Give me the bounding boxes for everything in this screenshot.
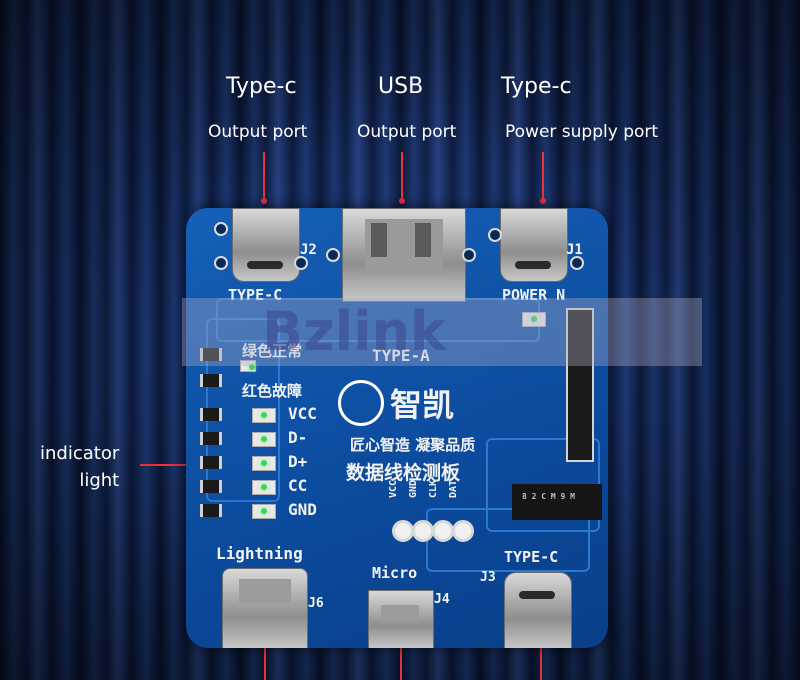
callout-typec-output-title: Type-c: [226, 74, 297, 99]
status-led-label: GND: [288, 500, 317, 519]
bottom-pointer-3: [540, 648, 542, 680]
product-name: 数据线检测板: [346, 462, 461, 484]
callout-typec-power-desc: Power supply port: [505, 122, 659, 142]
resistor: [200, 456, 222, 469]
silk-green-normal: 绿色正常: [242, 342, 303, 360]
status-led: [252, 480, 276, 495]
status-led-label: D-: [288, 428, 308, 447]
watermark: Bzlink: [182, 298, 702, 366]
resistor-array: [566, 308, 594, 462]
silk-type-a: TYPE-A: [372, 346, 430, 365]
brand-logo-icon: [338, 380, 384, 426]
silk-j4: J4: [434, 592, 450, 607]
bottom-pointer-2: [400, 648, 402, 680]
test-pad: [452, 520, 474, 542]
status-led-label: CC: [288, 476, 308, 495]
mount-hole: [214, 256, 228, 270]
status-led-label: VCC: [288, 404, 317, 423]
resistor: [200, 408, 222, 421]
bottom-pointer-1: [264, 648, 266, 680]
chip-marking: 8 2 C M 9 M: [522, 492, 575, 501]
test-pad-label: DAT: [448, 479, 459, 498]
callout-dot-2: [399, 198, 405, 204]
test-pad: [412, 520, 434, 542]
status-led-label: D+: [288, 452, 308, 471]
silk-type-c-bottom: TYPE-C: [504, 548, 559, 566]
callout-pointer-2: [401, 152, 403, 202]
status-led: [252, 504, 276, 519]
callout-dot-1: [261, 198, 267, 204]
lightning-connector: [222, 568, 308, 648]
callout-dot-3: [540, 198, 546, 204]
pcb-board: J2 TYPE-C J1 POWER N 绿色正常 红色故障 TYPE-A 智凯…: [186, 208, 608, 648]
status-led: [252, 432, 276, 447]
silk-lightning: Lightning: [216, 544, 303, 563]
callout-pointer-3: [542, 152, 544, 202]
ic-chip: [512, 484, 602, 520]
resistor: [200, 480, 222, 493]
test-pad: [432, 520, 454, 542]
type-c-power-connector: [500, 208, 568, 282]
status-led: [252, 408, 276, 423]
mount-hole: [570, 256, 584, 270]
type-c-output-connector: [232, 208, 300, 282]
test-pad: [392, 520, 414, 542]
test-pad-label: CLK: [428, 479, 439, 498]
resistor: [200, 504, 222, 517]
callout-typec-power-title: Type-c: [501, 74, 572, 99]
resistor: [200, 374, 222, 387]
silk-j2: J2: [300, 242, 317, 258]
mount-hole: [214, 222, 228, 236]
test-pad-label: VCC: [388, 479, 399, 498]
silk-power-n: POWER N: [502, 286, 566, 304]
power-led: [522, 312, 546, 327]
callout-usb-desc: Output port: [357, 122, 457, 142]
resistor: [200, 432, 222, 445]
mount-hole: [294, 256, 308, 270]
silk-j6: J6: [308, 596, 324, 611]
test-pad-label: GND: [408, 479, 419, 498]
silk-type-c-top: TYPE-C: [228, 286, 283, 304]
silk-j1: J1: [566, 242, 583, 258]
silk-j3: J3: [480, 570, 496, 585]
usb-a-output-connector: [342, 208, 466, 302]
micro-usb-connector: [368, 590, 434, 648]
status-led: [252, 456, 276, 471]
mount-hole: [462, 248, 476, 262]
legend-led: [240, 360, 256, 372]
callout-indicator-light: indicator light: [40, 443, 120, 491]
callout-pointer-1: [263, 152, 265, 202]
type-c-input-connector: [504, 572, 572, 648]
resistor: [200, 348, 222, 361]
silk-red-fault: 红色故障: [242, 382, 303, 400]
mount-hole: [488, 228, 502, 242]
callout-usb-title: USB: [378, 74, 424, 99]
silk-micro: Micro: [372, 564, 418, 582]
brand-name: 智凯: [390, 386, 455, 424]
brand-slogan: 匠心智造 凝聚品质: [350, 436, 476, 454]
mount-hole: [326, 248, 340, 262]
callout-typec-output-desc: Output port: [208, 122, 308, 142]
